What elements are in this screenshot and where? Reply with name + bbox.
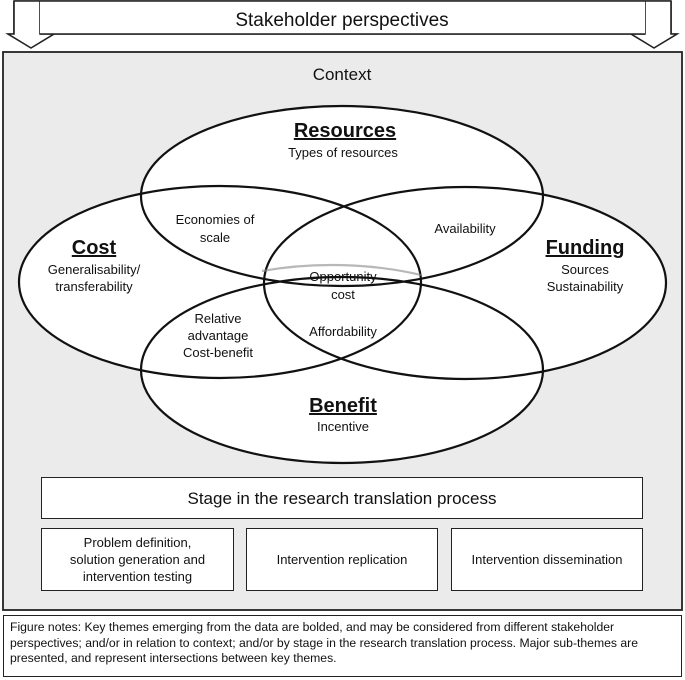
- stage-problem-definition: Problem definition, solution generation …: [41, 528, 234, 591]
- availability-label: Availability: [434, 221, 496, 236]
- stage-header-label: Stage in the research translation proces…: [187, 488, 497, 508]
- venn-diagram-canvas: Stakeholder perspectives Context Resourc…: [2, 0, 683, 611]
- figure-notes: Figure notes: Key themes emerging from t…: [3, 615, 682, 677]
- funding-subtitle-line2: Sustainability: [547, 279, 624, 294]
- stage-intervention-replication: Intervention replication: [246, 528, 438, 591]
- stage-problem-text: Problem definition, solution generation …: [70, 534, 205, 585]
- stage-header-box: Stage in the research translation proces…: [41, 477, 643, 519]
- funding-title: Funding: [546, 237, 625, 259]
- cost-subtitle-line2: transferability: [55, 279, 133, 294]
- header-title: Stakeholder perspectives: [235, 10, 448, 31]
- cost-title: Cost: [72, 237, 117, 259]
- stage-intervention-dissemination: Intervention dissemination: [451, 528, 643, 591]
- cost-ellipse: [17, 184, 423, 380]
- opportunity-line1: Opportunity: [309, 269, 377, 284]
- economies-line1: Economies of: [176, 212, 255, 227]
- benefit-ellipse: [139, 275, 545, 465]
- relative-line2: advantage: [188, 328, 249, 343]
- relative-line3: Cost-benefit: [183, 345, 253, 360]
- stage-problem-line2: solution generation and: [69, 552, 206, 567]
- stage-replication-label: Intervention replication: [276, 552, 408, 567]
- funding-subtitle-line1: Sources: [561, 262, 609, 277]
- opportunity-line2: cost: [331, 287, 355, 302]
- context-label: Context: [313, 65, 372, 84]
- resources-title: Resources: [294, 120, 396, 142]
- figure-notes-text: Figure notes: Key themes emerging from t…: [10, 620, 638, 665]
- stage-problem-line3: intervention testing: [82, 569, 193, 584]
- benefit-subtitle: Incentive: [317, 419, 369, 434]
- stage-problem-line1: Problem definition,: [83, 535, 192, 550]
- resources-subtitle: Types of resources: [288, 145, 398, 160]
- resources-ellipse: [139, 104, 545, 288]
- economies-line2: scale: [200, 230, 230, 245]
- funding-ellipse: [262, 185, 668, 381]
- stage-dissemination-label: Intervention dissemination: [471, 552, 623, 567]
- cost-subtitle-line1: Generalisability/: [48, 262, 141, 277]
- affordability-label: Affordability: [309, 324, 377, 339]
- relative-line1: Relative: [195, 311, 242, 326]
- benefit-title: Benefit: [309, 395, 377, 417]
